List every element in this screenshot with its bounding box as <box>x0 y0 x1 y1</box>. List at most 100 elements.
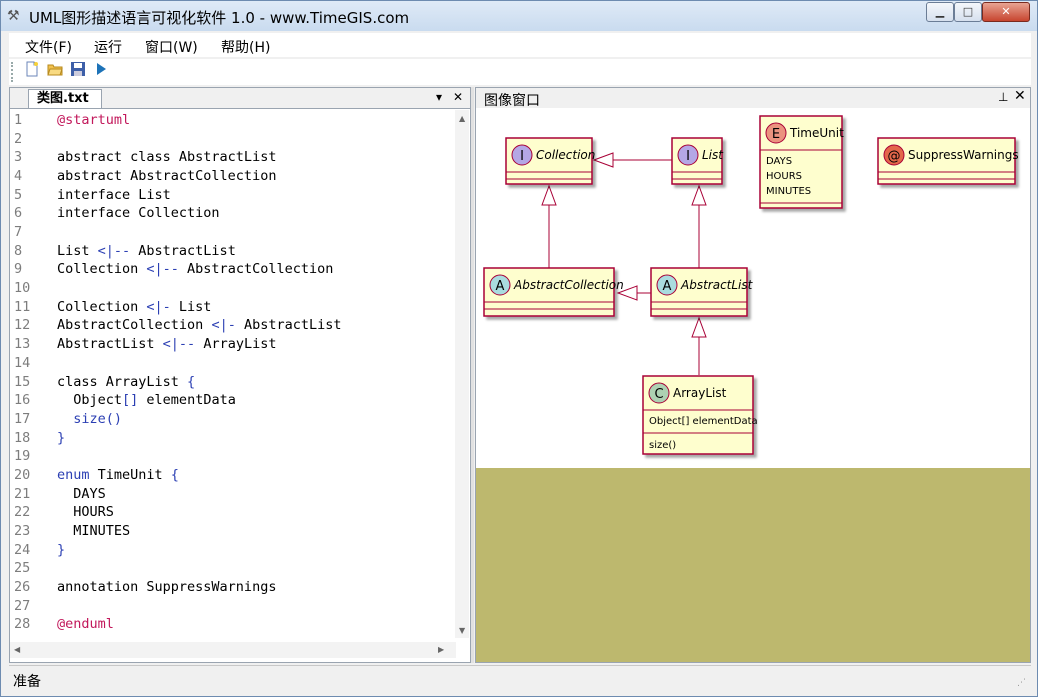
line-text: MINUTES <box>57 522 131 539</box>
maximize-button[interactable]: □ <box>954 2 982 22</box>
line-number: 18 <box>14 429 31 446</box>
node-box <box>877 137 1016 185</box>
line-text: class ArrayList { <box>57 373 196 390</box>
line-text: abstract class AbstractList <box>57 149 277 166</box>
node-field: Object[] elementData <box>649 416 758 427</box>
pin-icon[interactable]: ⊥ <box>998 90 1009 104</box>
line-text: abstract AbstractCollection <box>57 168 277 185</box>
title-bar[interactable]: ⚒ UML图形描述语言可视化软件 1.0 - www.TimeGIS.com ▁… <box>1 1 1037 31</box>
menu-run[interactable]: 运行 <box>94 40 122 56</box>
resize-grip-icon[interactable]: ⋰ <box>1017 678 1026 688</box>
inherit-arrow-abstractlist <box>691 316 707 338</box>
status-bar: 准备 ⋰ <box>9 665 1031 694</box>
scroll-up-icon[interactable]: ▲ <box>459 114 466 123</box>
line-number: 4 <box>14 168 23 185</box>
save-icon[interactable] <box>69 61 87 79</box>
line-number: 6 <box>14 205 23 222</box>
editor-horizontal-scrollbar[interactable]: ◀ ▶ <box>10 642 456 658</box>
inherit-arrow-abstractcollection <box>616 285 638 301</box>
line-number: 8 <box>14 242 23 259</box>
line-text: List <|-- AbstractList <box>57 242 236 259</box>
line-text: @startuml <box>57 112 131 128</box>
window-title: UML图形描述语言可视化软件 1.0 - www.TimeGIS.com <box>29 9 410 27</box>
scroll-down-icon[interactable]: ▼ <box>459 626 466 635</box>
scroll-right-icon[interactable]: ▶ <box>438 645 445 654</box>
inherit-arrow-collection <box>541 184 557 206</box>
tab-close-icon[interactable]: ✕ <box>453 90 464 104</box>
menu-window[interactable]: 窗口(W) <box>145 40 198 56</box>
line-number: 19 <box>14 448 31 465</box>
line-text: Collection <|- List <box>57 298 212 315</box>
line-number: 15 <box>14 373 31 390</box>
stereotype-icon <box>489 274 511 296</box>
node-field: HOURS <box>766 171 802 182</box>
tab-dropdown-icon[interactable]: ▾ <box>436 90 443 104</box>
node-label: TimeUnit <box>789 126 844 140</box>
line-number: 14 <box>14 354 31 371</box>
line-text: Object[] elementData <box>57 392 236 409</box>
node-label: ArrayList <box>673 386 727 400</box>
pane-close-icon[interactable]: ✕ <box>1014 88 1026 104</box>
node-label: Collection <box>536 148 595 162</box>
stereotype-letter: I <box>520 149 524 164</box>
uml-node-collection[interactable]: I Collection <box>505 137 595 185</box>
app-tools-icon: ⚒ <box>7 8 20 24</box>
node-method: size() <box>649 440 676 451</box>
menu-file[interactable]: 文件(F) <box>25 40 72 56</box>
node-field: MINUTES <box>766 186 811 197</box>
stereotype-letter: I <box>686 149 690 164</box>
toolbar-grip[interactable] <box>11 62 16 82</box>
pane-splitter[interactable] <box>471 87 474 663</box>
line-number: 16 <box>14 392 31 409</box>
editor-tab-row: 类图.txt ▾ ✕ <box>10 88 470 109</box>
minimize-button[interactable]: ▁ <box>926 2 954 22</box>
stereotype-icon <box>656 274 678 296</box>
line-number: 20 <box>14 466 31 483</box>
menu-help[interactable]: 帮助(H) <box>221 40 271 56</box>
line-text: enum TimeUnit { <box>57 466 179 483</box>
line-number: 5 <box>14 186 23 203</box>
run-icon[interactable] <box>92 61 110 79</box>
stereotype-icon <box>511 144 533 166</box>
stereotype-letter: C <box>654 387 663 402</box>
line-number: 27 <box>14 597 31 614</box>
line-text: @enduml <box>57 616 114 633</box>
line-number: 7 <box>14 224 23 241</box>
new-file-icon[interactable] <box>23 61 41 79</box>
line-number: 1 <box>14 112 23 128</box>
image-window-header: 图像窗口 ⊥ ✕ <box>476 88 1030 109</box>
line-number: 24 <box>14 541 31 558</box>
status-text: 准备 <box>13 674 41 690</box>
line-number: 12 <box>14 317 31 334</box>
line-number: 11 <box>14 298 31 315</box>
line-number: 3 <box>14 149 23 166</box>
stereotype-letter: A <box>496 279 505 294</box>
image-window-title: 图像窗口 <box>484 93 540 109</box>
line-text: annotation SuppressWarnings <box>57 579 277 595</box>
editor-vertical-scrollbar[interactable]: ▲ ▼ <box>455 110 469 638</box>
line-text: } <box>57 541 66 558</box>
line-text: size() <box>73 410 123 427</box>
tab-class-diagram[interactable]: 类图.txt <box>28 89 102 108</box>
close-button[interactable]: ✕ <box>982 2 1030 22</box>
line-number: 25 <box>14 560 31 577</box>
line-text: HOURS <box>57 504 114 521</box>
stereotype-letter: A <box>663 279 672 294</box>
line-number: 28 <box>14 616 31 633</box>
scroll-left-icon[interactable]: ◀ <box>14 645 21 654</box>
open-folder-icon[interactable] <box>46 61 64 79</box>
line-number: 26 <box>14 579 31 595</box>
line-text: interface List <box>57 186 171 203</box>
uml-node-suppresswarnings[interactable]: @SuppressWarnings <box>877 137 1019 185</box>
